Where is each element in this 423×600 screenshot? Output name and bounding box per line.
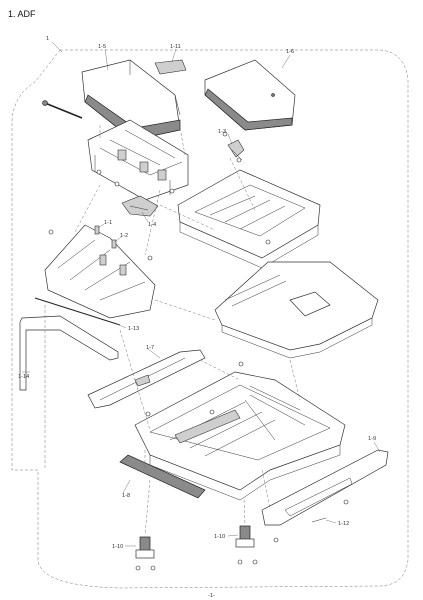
label-part-1-8: 1-8	[122, 493, 130, 499]
label-part-1-9: 1-9	[368, 436, 376, 442]
part-1-14-flex-cable	[19, 315, 119, 391]
document-tray	[214, 261, 379, 359]
part-1-1-spring	[94, 225, 100, 235]
assembly-boundary	[11, 49, 409, 589]
document-chute-frame	[177, 169, 321, 269]
part-1-3-lever	[227, 139, 245, 161]
adf-drive-unit	[87, 119, 189, 201]
label-part-1-5: 1-5	[98, 44, 106, 50]
part-1-2-spring	[111, 239, 117, 249]
roller-shaft	[42, 100, 83, 119]
part-1-13-rod	[34, 297, 121, 326]
part-1-9-side-rail	[261, 449, 389, 526]
part-1-6-document-cover	[204, 59, 296, 131]
adf-base-chassis	[134, 371, 346, 501]
label-part-1-3: 1-3	[218, 129, 226, 135]
part-1-10-hinge-right	[235, 525, 255, 548]
label-part-1-7: 1-7	[146, 345, 154, 351]
label-part-1: 1	[46, 36, 49, 42]
page-number: -1-	[208, 593, 215, 599]
label-part-1-14: 1-14	[18, 374, 29, 380]
label-part-1-1: 1-1	[104, 220, 112, 226]
part-1-8-plate	[119, 454, 206, 499]
section-title: 1. ADF	[8, 9, 36, 19]
leader-lines	[22, 41, 381, 547]
part-1-12-spring	[311, 517, 327, 523]
label-part-1-10-left: 1-10	[112, 544, 123, 550]
label-part-1-10-right: 1-10	[214, 534, 225, 540]
part-1-4-separation-holder	[121, 195, 159, 217]
label-part-1-13: 1-13	[128, 326, 139, 332]
screws	[48, 131, 349, 571]
part-1-7-front-cover	[87, 349, 206, 409]
label-part-1-11: 1-11	[170, 44, 181, 50]
assembly-guide-lines	[44, 125, 301, 536]
lower-side-frame	[44, 224, 156, 319]
label-part-1-4: 1-4	[148, 222, 156, 228]
label-part-1-12: 1-12	[338, 521, 349, 527]
part-1-10-hinge-left	[135, 536, 155, 559]
label-part-1-2: 1-2	[120, 233, 128, 239]
label-part-1-6: 1-6	[286, 49, 294, 55]
part-1-11-film	[154, 59, 187, 75]
